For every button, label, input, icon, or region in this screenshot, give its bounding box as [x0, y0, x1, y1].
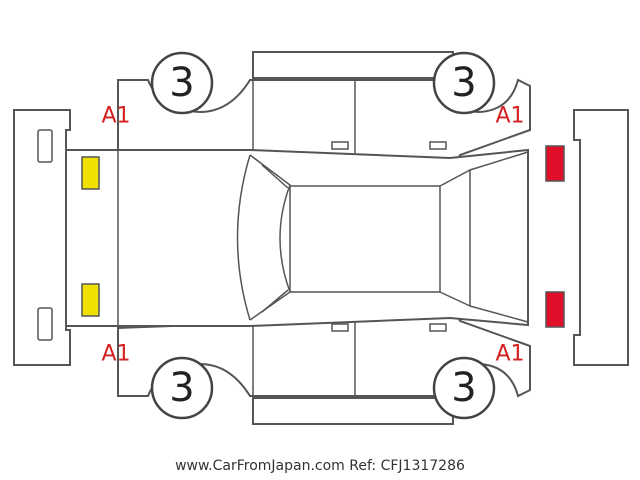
headlight-left-marker — [81, 156, 100, 190]
car-top-view — [65, 148, 529, 327]
front-bumper — [13, 109, 71, 366]
damage-code-rear-right: A1 — [495, 342, 524, 367]
source-reference-text: www.CarFromJapan.com Ref: CFJ1317286 — [175, 458, 465, 474]
rear-bumper — [573, 109, 629, 366]
wheel-rear-right-value: 3 — [451, 365, 476, 411]
taillight-left-marker — [545, 145, 565, 182]
taillight-right-marker — [545, 291, 565, 328]
damage-code-rear-left: A1 — [495, 104, 524, 129]
wheel-rear-left: 3 — [432, 51, 496, 115]
wheel-rear-left-value: 3 — [451, 60, 476, 106]
wheel-front-left-value: 3 — [169, 60, 194, 106]
damage-code-front-left: A1 — [101, 104, 130, 129]
wheel-front-right-value: 3 — [169, 365, 194, 411]
wheel-front-left: 3 — [150, 51, 214, 115]
damage-code-front-right: A1 — [101, 342, 130, 367]
wheel-front-right: 3 — [150, 356, 214, 420]
headlight-right-marker — [81, 283, 100, 317]
wheel-rear-right: 3 — [432, 356, 496, 420]
